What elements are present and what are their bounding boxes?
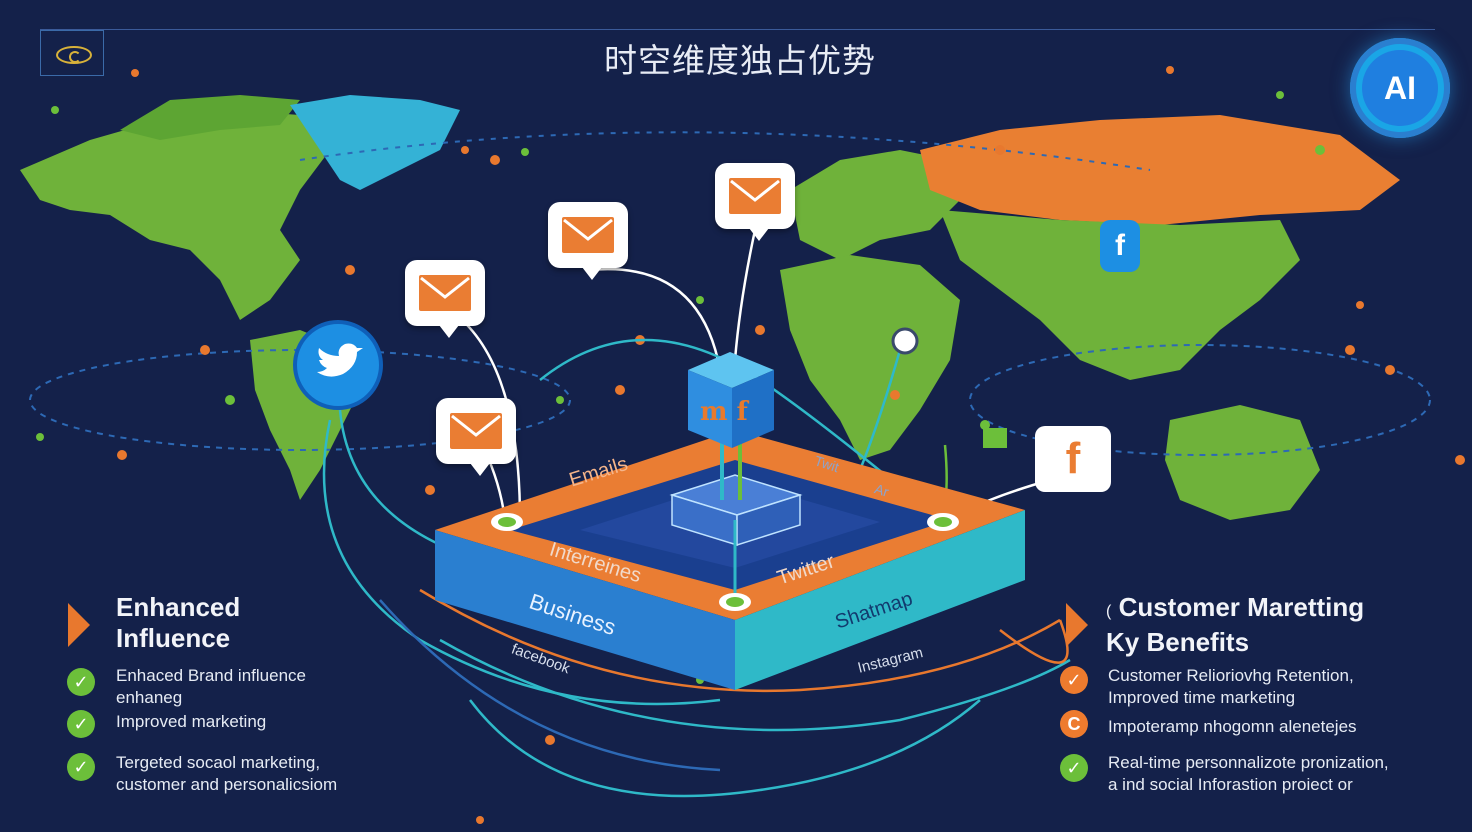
left-section-arrow-icon	[68, 603, 90, 647]
africa-shape	[780, 255, 960, 460]
alaska-shape	[120, 95, 300, 140]
logo-box	[40, 30, 104, 76]
right-benefit-item: Impoteramp nhogomn alenetejes	[1108, 716, 1357, 738]
asia-south-shape	[940, 210, 1300, 380]
email-envelope-icon	[729, 178, 781, 214]
right-heading-prefix: (	[1106, 603, 1112, 620]
right-benefit-item: Customer Relioriovhg Retention, Improved…	[1108, 665, 1354, 709]
email-bubble	[436, 398, 516, 476]
check-icon: ✓	[67, 710, 95, 738]
right-benefit-line: Customer Relioriovhg Retention,	[1108, 666, 1354, 685]
left-benefit-line: Enhaced Brand influence	[116, 666, 306, 685]
check-icon: ✓	[67, 753, 95, 781]
asia-north-shape	[920, 115, 1400, 225]
right-benefit-item: Real-time personnalizote pronization, a …	[1108, 752, 1389, 796]
facebook-f-icon: f	[1100, 220, 1140, 272]
right-benefit-line: a ind social Inforastion proiect or	[1108, 775, 1353, 794]
australia-shape	[1165, 405, 1320, 520]
c-icon: C	[1060, 710, 1088, 738]
ai-badge-label: AI	[1384, 69, 1416, 106]
email-envelope-icon	[450, 413, 502, 449]
left-benefit-item: Tergeted socaol marketing, customer and …	[116, 752, 337, 796]
left-section-heading: Enhanced Influence	[116, 592, 336, 654]
left-benefit-item: Improved marketing	[116, 711, 266, 733]
email-bubble	[405, 260, 485, 338]
gift-icon	[983, 428, 1007, 448]
left-benefit-line: Tergeted socaol marketing,	[116, 753, 321, 772]
left-benefit-item: Enhaced Brand influence enhaneg	[116, 665, 306, 709]
ai-badge-icon: AI	[1350, 38, 1450, 138]
hub-cube-label: m f	[700, 397, 748, 427]
right-heading-text: Customer Maretting	[1118, 592, 1365, 622]
europe-shape	[790, 150, 960, 260]
right-heading-line2: Ky Benefits	[1106, 627, 1250, 657]
check-icon: ✓	[1060, 754, 1088, 782]
orbit-line	[969, 344, 1431, 456]
email-bubble	[715, 163, 795, 241]
left-heading-line2: Influence	[116, 623, 231, 653]
left-benefit-line: Improved marketing	[116, 712, 267, 731]
left-benefit-line: enhaneg	[116, 688, 183, 707]
facebook-f-icon: f	[1035, 426, 1111, 492]
location-pin-icon	[891, 327, 919, 355]
title-bar	[40, 29, 1435, 77]
orbit-line	[299, 131, 1151, 171]
greenland-shape	[290, 95, 460, 190]
isometric-platform	[435, 430, 1025, 690]
north-america-shape	[20, 110, 330, 320]
right-section-arrow-icon	[1066, 603, 1088, 647]
left-heading-line1: Enhanced	[116, 592, 241, 622]
check-icon: ✓	[67, 668, 95, 696]
right-benefit-line: Improved time marketing	[1108, 688, 1296, 707]
email-bubble	[548, 202, 628, 280]
right-heading-line1: ( Customer Maretting	[1106, 592, 1426, 627]
eye-logo-icon	[56, 46, 92, 64]
email-envelope-icon	[419, 275, 471, 311]
right-section-heading: ( Customer Maretting Ky Benefits	[1106, 592, 1426, 658]
right-benefit-line: Impoteramp nhogomn alenetejes	[1108, 717, 1357, 736]
twitter-bird-icon	[293, 320, 383, 410]
check-icon: ✓	[1060, 666, 1088, 694]
page-title: 时空维度独占优势	[604, 41, 876, 80]
right-benefit-line: Real-time personnalizote pronization,	[1108, 753, 1389, 772]
email-envelope-icon	[562, 217, 614, 253]
left-benefit-line: customer and personalicsiom	[116, 775, 338, 794]
hub-cube-shape	[688, 352, 774, 448]
